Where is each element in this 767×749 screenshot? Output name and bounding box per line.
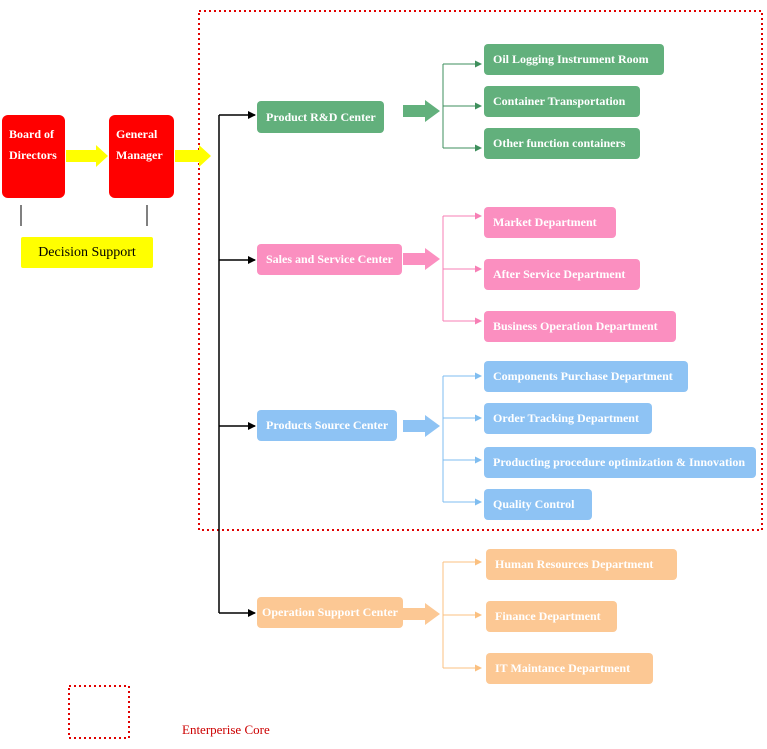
center-product-rd: Product R&D Center (257, 101, 384, 133)
general-manager-box: General Manager (109, 115, 174, 198)
board-label: Board of Directors (9, 127, 57, 162)
legend-label: Enterperise Core (182, 722, 270, 737)
dept-label: Oil Logging Instrument Room (493, 52, 649, 66)
decision-support-label: Decision Support (38, 244, 136, 260)
dept-label: IT Maintance Department (495, 661, 631, 675)
center-operation-support: Operation Support Center (257, 597, 403, 628)
rd-tree (442, 60, 482, 152)
center-label: Products Source Center (266, 418, 389, 432)
dept-components-purchase: Components Purchase Department (484, 361, 688, 392)
dept-label: Market Department (493, 215, 597, 229)
dept-label: After Service Department (493, 267, 626, 281)
dept-label: Quality Control (493, 497, 575, 511)
dept-label: Finance Department (495, 609, 601, 623)
operation-block-arrow (403, 603, 440, 625)
operation-tree (442, 558, 482, 672)
decision-support-box: Decision Support (21, 237, 153, 268)
dept-label: Order Tracking Department (493, 411, 639, 425)
gm-to-centers-arrow (175, 145, 211, 167)
board-of-directors-box: Board of Directors (2, 115, 65, 198)
center-label: Product R&D Center (266, 109, 376, 124)
dept-other-function: Other function containers (484, 128, 640, 159)
source-block-arrow (403, 415, 440, 437)
dept-after-service: After Service Department (484, 259, 640, 290)
center-sales-service: Sales and Service Center (257, 244, 402, 275)
dept-label: Producting procedure optimization & Inno… (493, 455, 746, 469)
enterprise-core-frame (198, 10, 763, 531)
rd-block-arrow (403, 100, 440, 122)
dept-order-tracking: Order Tracking Department (484, 403, 652, 434)
center-label: Sales and Service Center (266, 252, 393, 266)
dept-container-transportation: Container Transportation (484, 86, 640, 117)
dept-label: Business Operation Department (493, 319, 658, 333)
board-to-gm-arrow (66, 145, 108, 167)
dept-label: Other function containers (493, 136, 626, 150)
center-label: Operation Support Center (262, 605, 398, 619)
sales-block-arrow (403, 248, 440, 270)
general-manager-label: General Manager (116, 127, 163, 162)
dept-oil-logging: Oil Logging Instrument Room (484, 44, 664, 75)
dept-human-resources: Human Resources Department (486, 549, 677, 580)
legend-swatch (68, 685, 130, 739)
dept-finance: Finance Department (486, 601, 617, 632)
dept-it-maintance: IT Maintance Department (486, 653, 653, 684)
dept-business-operation: Business Operation Department (484, 311, 676, 342)
dept-quality-control: Quality Control (484, 489, 592, 520)
sales-tree (442, 212, 482, 325)
dept-label: Container Transportation (493, 94, 626, 108)
dept-market: Market Department (484, 207, 616, 238)
center-products-source: Products Source Center (257, 410, 397, 441)
source-tree (442, 372, 482, 506)
dept-label: Components Purchase Department (493, 369, 673, 383)
dept-procedure-optimization: Producting procedure optimization & Inno… (484, 447, 756, 478)
dept-label: Human Resources Department (495, 557, 654, 571)
